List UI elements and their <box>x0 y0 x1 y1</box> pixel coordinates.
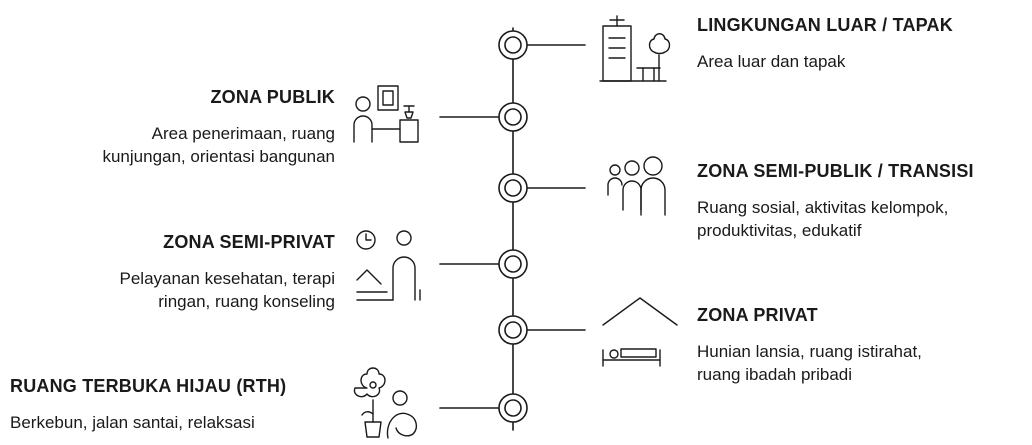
reception-desk-icon <box>353 85 419 143</box>
node-rth <box>498 393 528 423</box>
node-luar <box>498 30 528 60</box>
zone-title: ZONA SEMI-PRIVAT <box>163 232 335 252</box>
node-publik <box>498 102 528 132</box>
zone-description: Hunian lansia, ruang istirahat, ruang ib… <box>697 342 922 384</box>
house-bed-icon <box>602 297 678 367</box>
zone-publik: ZONA PUBLIK Area penerimaan, ruang kunju… <box>102 87 335 168</box>
zone-title: RUANG TERBUKA HIJAU (RTH) <box>10 376 287 396</box>
zone-title: LINGKUNGAN LUAR / TAPAK <box>697 15 953 35</box>
zone-luar: LINGKUNGAN LUAR / TAPAK Area luar dan ta… <box>697 15 953 73</box>
zone-rth: RUANG TERBUKA HIJAU (RTH) Berkebun, jala… <box>10 376 286 434</box>
zone-semi-publik: ZONA SEMI-PUBLIK / TRANSISI Ruang sosial… <box>697 161 974 242</box>
zone-description: Area penerimaan, ruang kunjungan, orient… <box>102 124 335 166</box>
flower-gardener-icon <box>353 367 418 439</box>
zone-description: Berkebun, jalan santai, relaksasi <box>10 413 255 432</box>
zone-title: ZONA PUBLIK <box>210 87 335 107</box>
node-semi-privat <box>498 249 528 279</box>
zone-privat: ZONA PRIVAT Hunian lansia, ruang istirah… <box>697 305 922 386</box>
zone-description: Ruang sosial, aktivitas kelompok, produk… <box>697 198 949 240</box>
zone-title: ZONA PRIVAT <box>697 305 818 325</box>
node-semi-publik <box>498 173 528 203</box>
zone-description: Pelayanan kesehatan, terapi ringan, ruan… <box>119 269 336 311</box>
node-privat <box>498 315 528 345</box>
building-tree-icon <box>599 15 671 82</box>
zone-description: Area luar dan tapak <box>697 52 846 71</box>
zone-title: ZONA SEMI-PUBLIK / TRANSISI <box>697 161 974 181</box>
group-people-icon <box>607 156 666 216</box>
zone-semi-privat: ZONA SEMI-PRIVAT Pelayanan kesehatan, te… <box>120 232 336 313</box>
clock-therapy-icon <box>356 230 421 301</box>
